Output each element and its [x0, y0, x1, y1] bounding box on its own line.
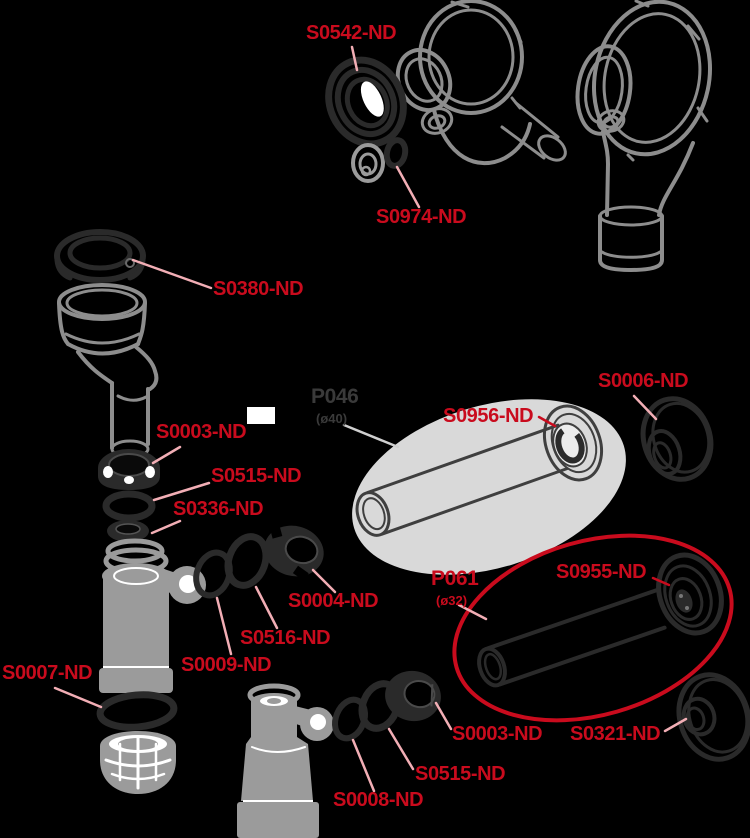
leader-s0974 [395, 165, 421, 209]
funnel-body [57, 283, 159, 459]
leader-s0515-top [152, 481, 211, 502]
kit-size-p061: (ø32) [436, 593, 468, 608]
label-s0956: S0956-ND [443, 405, 534, 427]
leader-s0003-top [151, 445, 182, 465]
kit-ellipse-p061 [452, 533, 734, 723]
leader-s0321 [663, 717, 688, 733]
reduction-s0006 [640, 396, 714, 482]
leader-s0380 [131, 258, 213, 290]
leader-s0955 [651, 576, 671, 587]
seal-ring-s0542 [325, 56, 407, 148]
nut-s0003-top [98, 449, 160, 490]
label-s0515-bottom: S0515-ND [415, 763, 506, 785]
leader-s0336 [150, 519, 182, 535]
o-ring-s0516 [224, 533, 270, 589]
collar-s0380 [54, 229, 146, 283]
nut-s0003-bottom [385, 670, 441, 722]
label-s0955: S0955-ND [556, 561, 647, 583]
bottle-trap-bottom [237, 683, 334, 838]
leader-s0004 [311, 568, 337, 594]
label-s0008: S0008-ND [333, 789, 424, 811]
leader-p061 [457, 603, 488, 621]
leader-s0007 [53, 686, 103, 709]
ring-highlight [360, 81, 384, 117]
kit-ellipse-p046 [352, 399, 626, 575]
leader-s0515-bottom [387, 727, 415, 771]
reduction-s0321 [676, 672, 750, 762]
o-ring-s0515-top [102, 490, 156, 522]
o-ring-s0007 [96, 691, 178, 731]
kit-code-p046: P046 [311, 385, 359, 408]
leader-s0006 [632, 394, 658, 421]
label-s0336: S0336-ND [173, 498, 264, 520]
kit-size-p046: (ø40) [316, 411, 348, 426]
label-s0006: S0006-ND [598, 370, 689, 392]
pipe-p046 [355, 423, 569, 537]
leader-p046 [342, 423, 400, 449]
nut-and-ring-s0974 [351, 137, 409, 183]
pipe-end-s0955 [656, 552, 724, 636]
label-s0009: S0009-ND [181, 654, 272, 676]
leader-s0542 [350, 45, 359, 72]
white-patch [247, 407, 275, 424]
leader-lines [53, 45, 688, 793]
kit-label-p046: P046 (ø40) [311, 385, 359, 426]
kit-label-p061: P061 (ø32) [431, 567, 479, 608]
label-s0004: S0004-ND [288, 590, 379, 612]
label-s0003-top: S0003-ND [156, 421, 247, 443]
leader-s0003-bottom [434, 701, 453, 731]
label-s0380: S0380-ND [213, 278, 304, 300]
leader-s0009 [215, 596, 233, 656]
kit-code-p061: P061 [431, 567, 479, 590]
leader-s0516 [254, 585, 279, 630]
siphon-body-top-middle [395, 0, 567, 166]
nut-s0004 [264, 523, 324, 581]
label-s0974: S0974-ND [376, 206, 467, 228]
pipe-end-s0956 [542, 404, 604, 482]
leader-s0008 [351, 738, 376, 793]
label-s0003-bottom: S0003-ND [452, 723, 543, 745]
trap-cup [100, 731, 176, 794]
label-s0542: S0542-ND [306, 22, 397, 44]
label-s0321: S0321-ND [570, 723, 661, 745]
label-s0007: S0007-ND [2, 662, 93, 684]
leader-s0956 [537, 415, 557, 428]
siphon-body-top-right [575, 0, 713, 273]
label-s0516: S0516-ND [240, 627, 331, 649]
label-s0515-top: S0515-ND [211, 465, 302, 487]
pipe-p061 [477, 587, 667, 688]
gasket-s0336 [107, 520, 149, 542]
